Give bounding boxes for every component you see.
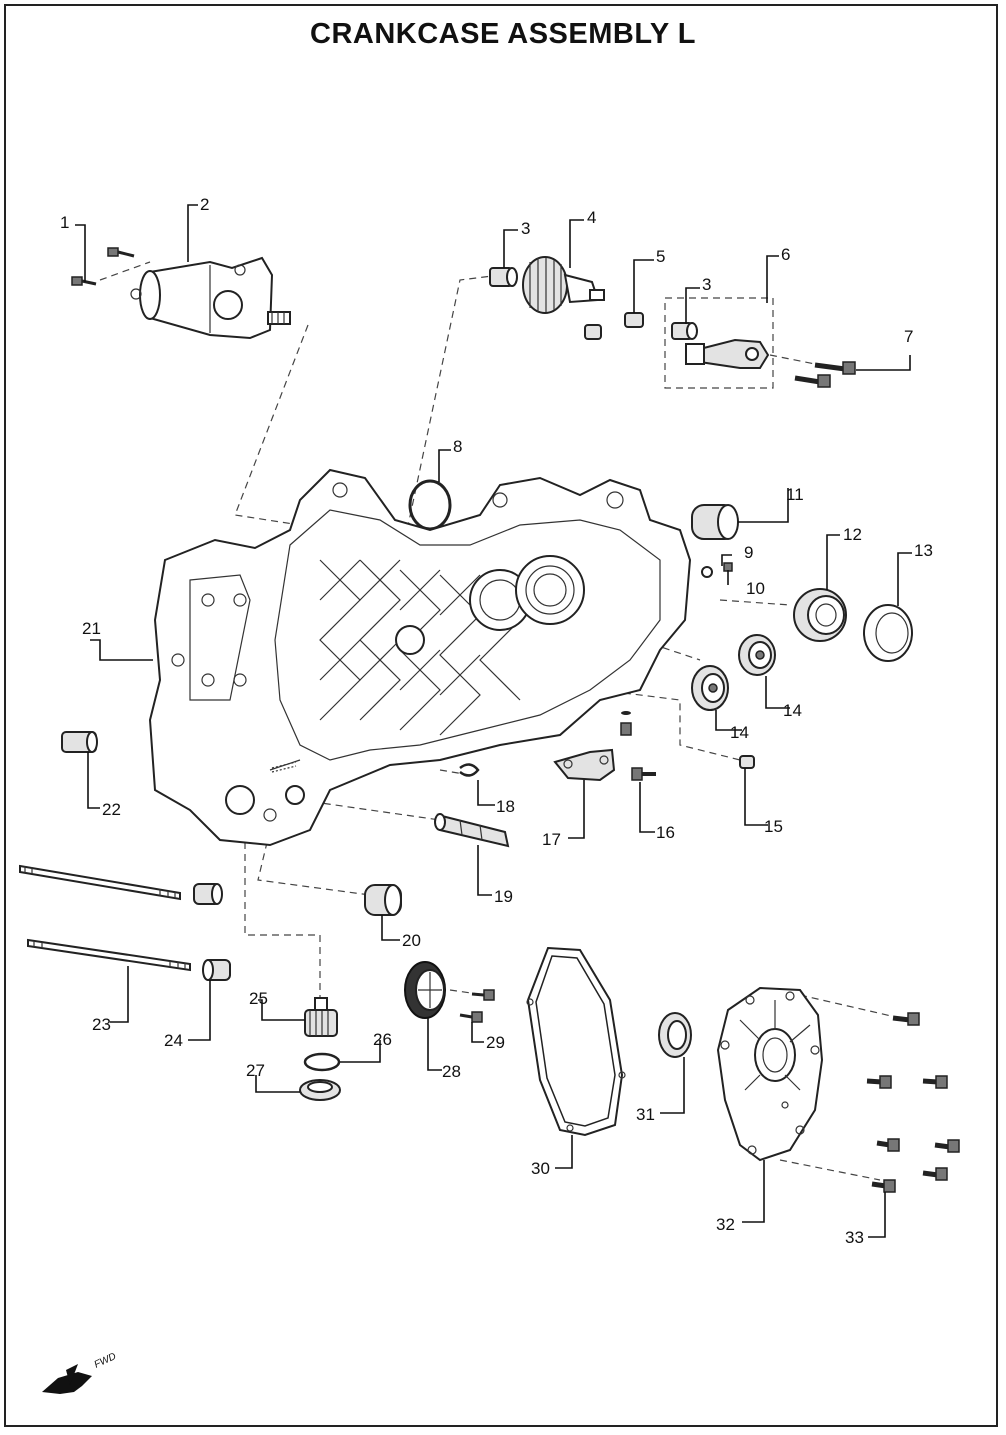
label-part-7: 7: [904, 327, 913, 346]
part-15-dowel-pin: [739, 755, 755, 769]
part-19-shaft: [434, 813, 510, 848]
label-part-15: 15: [764, 817, 783, 836]
label-part-30: 30: [531, 1159, 550, 1178]
label-part-33: 33: [845, 1228, 864, 1247]
forward-label: FWD: [93, 1351, 118, 1371]
assembly-lines: [99, 261, 901, 1181]
label-part-19: 19: [494, 887, 513, 906]
label-part-10: 10: [746, 579, 765, 598]
part-28-oil-pump: [404, 961, 446, 1019]
part-30-gasket: [526, 946, 626, 1137]
label-part-31: 31: [636, 1105, 655, 1124]
part-12-bearing: [793, 588, 847, 642]
part-10-screw: [723, 562, 733, 572]
part-24-collars: [193, 883, 231, 981]
label-part-29: 29: [486, 1033, 505, 1052]
label-part-12: 12: [843, 525, 862, 544]
label-part-1: 1: [60, 213, 69, 232]
part-20-bushing: [364, 884, 402, 916]
label-part-27: 27: [246, 1061, 265, 1080]
label-part-13: 13: [914, 541, 933, 560]
part-17-plate: [553, 748, 616, 782]
part-1-bolts: [71, 247, 135, 286]
label-part-23: 23: [92, 1015, 111, 1034]
part-18-clip: [459, 763, 480, 777]
part-11-bushing: [691, 504, 739, 540]
label-part-3b: 3: [702, 275, 711, 294]
part-3-bushings: [489, 267, 698, 340]
label-part-8: 8: [453, 437, 462, 456]
label-part-16: 16: [656, 823, 675, 842]
part-7-bolts: [794, 361, 856, 388]
label-part-5: 5: [656, 247, 665, 266]
label-part-6: 6: [781, 245, 790, 264]
label-part-14b: 14: [730, 723, 749, 742]
part-33-bolts: [866, 1012, 960, 1193]
part-9-oring: [701, 566, 713, 578]
label-part-32: 32: [716, 1215, 735, 1234]
part-8-circlip: [408, 479, 452, 531]
part-13-oil-seal: [863, 604, 913, 662]
label-part-20: 20: [402, 931, 421, 950]
part-26-oring: [303, 1052, 341, 1072]
drawing-border: [4, 4, 998, 1427]
forward-direction-icon: [42, 1364, 92, 1394]
part-5-pin: [624, 312, 644, 328]
part-14-bearing-a: [738, 634, 776, 676]
part-4-starter-drive-gear: [522, 256, 605, 340]
label-part-4: 4: [587, 208, 596, 227]
label-part-26: 26: [373, 1030, 392, 1049]
leader-lines: [75, 204, 912, 1238]
part-21-crankcase-left: [148, 468, 692, 847]
label-part-11: 11: [786, 485, 804, 504]
part-22-dowel: [61, 731, 98, 753]
part-23-studs: [19, 864, 191, 972]
part-6-idle-gear-set: [664, 297, 774, 389]
part-25-strainer: [304, 997, 338, 1037]
part-31-oil-seal: [658, 1012, 692, 1058]
part-32-cover: [716, 986, 824, 1162]
part-29-screws: [459, 989, 495, 1023]
part-16-bolt: [620, 711, 656, 781]
label-part-22: 22: [102, 800, 121, 819]
part-27-drain-plug: [299, 1079, 341, 1101]
label-part-2: 2: [200, 195, 209, 214]
label-part-21: 21: [82, 619, 101, 638]
label-part-28: 28: [442, 1062, 461, 1081]
label-part-24: 24: [164, 1031, 183, 1050]
label-part-25: 25: [249, 989, 268, 1008]
label-part-3a: 3: [521, 219, 530, 238]
part-2-starter-motor: [130, 256, 291, 340]
label-part-9: 9: [744, 543, 753, 562]
label-part-14a: 14: [783, 701, 802, 720]
label-part-17: 17: [542, 830, 561, 849]
part-14-bearing-b: [691, 665, 729, 711]
diagram-title: CRANKCASE ASSEMBLY L: [310, 18, 696, 50]
label-part-18: 18: [496, 797, 515, 816]
part-number-labels: 1 2 3 3 4 5 6 7 8 9 10 11 12 13 14 14 15…: [60, 195, 933, 1247]
